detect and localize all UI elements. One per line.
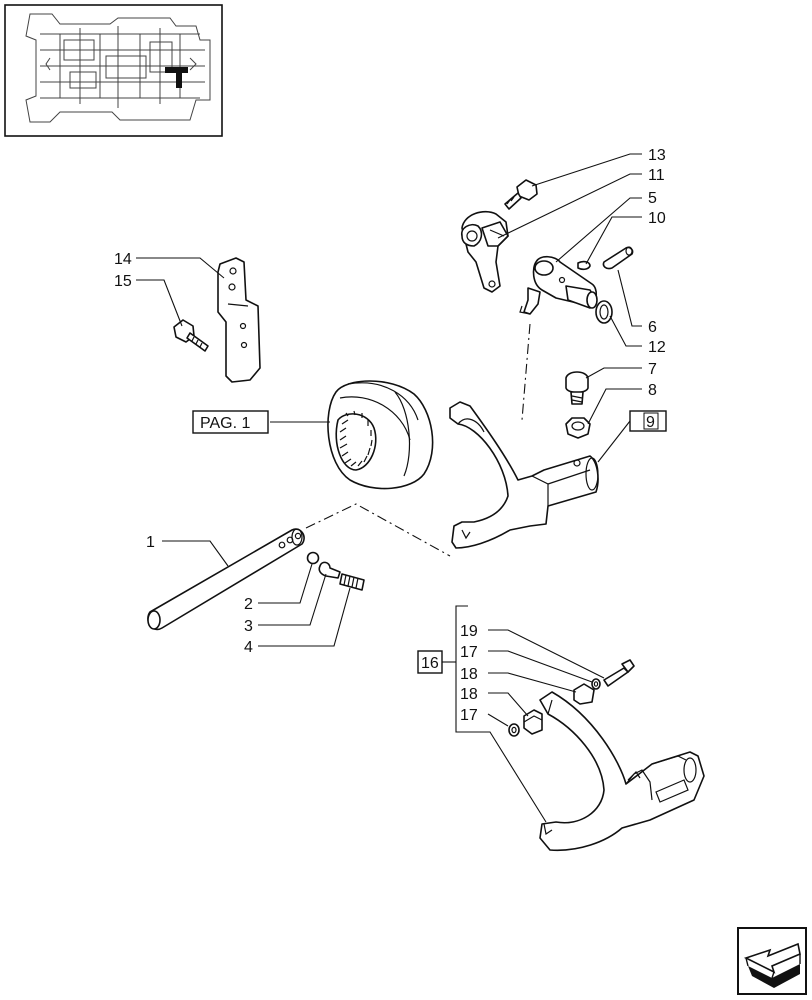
leader-lines [136, 153, 642, 823]
part-17-washer-lower [508, 723, 520, 737]
callout-6: 6 [648, 319, 657, 336]
part-4-spring [339, 573, 365, 591]
kit-9-label: 9 [646, 414, 655, 431]
part-12-oring [595, 300, 613, 324]
callout-labels: 13 11 5 10 6 12 7 8 14 15 1 2 3 4 19 17 … [114, 147, 666, 724]
callout-3: 3 [244, 618, 253, 635]
next-page-arrow-icon[interactable] [737, 927, 807, 995]
synchro-hub [327, 380, 434, 490]
kit-16-label: 16 [421, 655, 439, 672]
callout-5: 5 [648, 190, 657, 207]
part-16-shift-fork-kit [539, 691, 705, 852]
part-17-washer-upper [591, 678, 601, 690]
page-reference-label: PAG. 1 [200, 415, 250, 432]
callout-17-upper: 17 [460, 644, 478, 661]
part-7-bolt [565, 371, 589, 405]
part-13-bolt [504, 179, 538, 210]
part-14-bracket [217, 257, 261, 383]
locator-marker-icon [165, 67, 188, 88]
callout-18-upper: 18 [460, 666, 478, 683]
part-19-bolt [603, 659, 635, 687]
callout-12: 12 [648, 339, 666, 356]
part-1-shift-rod [147, 528, 305, 631]
callout-2: 2 [244, 596, 253, 613]
part-15-bolt [173, 319, 209, 352]
part-11-selector-lever [460, 210, 509, 293]
part-10-clip [577, 260, 591, 271]
boxed-label-kit-9: 9 [629, 410, 667, 432]
callout-7: 7 [648, 361, 657, 378]
part-6-pin [602, 246, 634, 270]
callout-15: 15 [114, 273, 132, 290]
locator-thumbnail [4, 4, 223, 137]
callout-4: 4 [244, 639, 253, 656]
callout-13: 13 [648, 147, 666, 164]
part-18-pad-upper [573, 683, 595, 705]
part-18-pad-lower [523, 709, 543, 735]
callout-19: 19 [460, 623, 478, 640]
part-5-shaft [519, 255, 598, 315]
callout-18-lower: 18 [460, 686, 478, 703]
part-8-nut [565, 417, 591, 439]
alignment-lines [305, 323, 531, 557]
boxed-label-kit-16: 16 [417, 650, 443, 674]
callout-17-lower: 17 [460, 707, 478, 724]
callout-11: 11 [648, 167, 665, 184]
part-2-ball [306, 551, 320, 565]
part-3-plunger [318, 561, 341, 579]
callout-8: 8 [648, 382, 657, 399]
part-9-shift-fork [449, 401, 599, 549]
boxed-label-pag-1[interactable]: PAG. 1 [192, 410, 269, 434]
callout-1: 1 [146, 534, 155, 551]
callout-14: 14 [114, 251, 132, 268]
callout-10: 10 [648, 210, 666, 227]
